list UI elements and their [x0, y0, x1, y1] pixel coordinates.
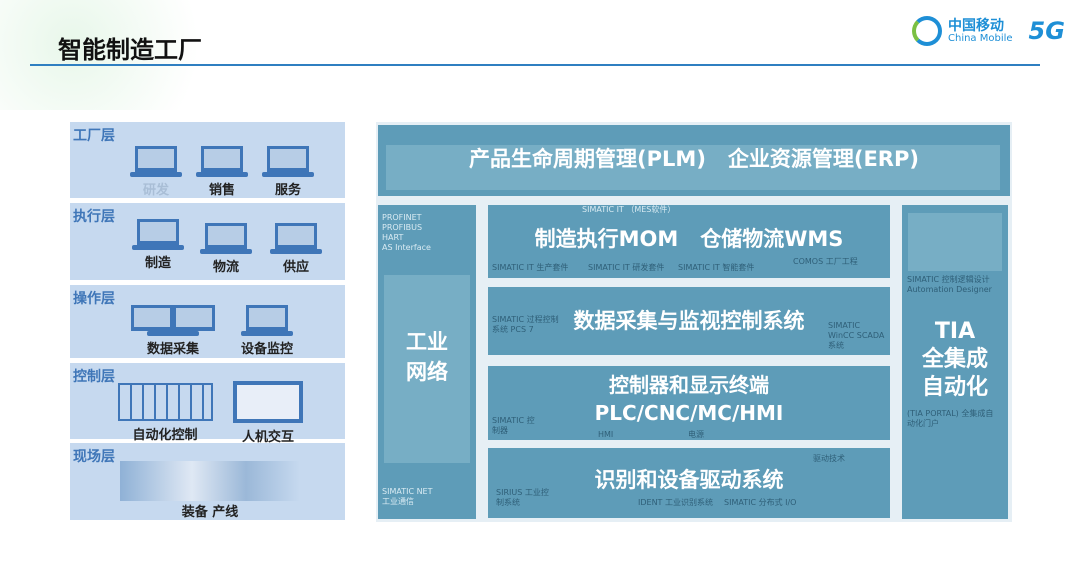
scada-sub-label: SIMATIC WinCC SCADA 系统: [828, 321, 885, 350]
controller-box: SIMATIC 控制器 HMI 电源 控制器和显示终端 PLC/CNC/MC/H…: [488, 366, 890, 440]
tia-sub-label: (TIA PORTAL) 全集成自动化门户: [907, 409, 994, 428]
controller-sub-label: 电源: [688, 430, 704, 439]
layer-operation: 操作层 数据采集 设备监控: [70, 285, 345, 358]
network-footer-line: SIMATIC NET: [382, 487, 433, 496]
drive-sub-label: SIRIUS 工业控制系统: [496, 488, 549, 507]
computer-icon: [135, 146, 177, 172]
device-label: 人机交互: [241, 430, 294, 445]
layer-title: 执行层: [73, 209, 115, 225]
5g-badge: 5G: [1028, 17, 1065, 45]
device-data-acquisition: 数据采集: [128, 305, 218, 357]
device-equipment: 装备 产线: [110, 461, 310, 520]
scada-sub-label: SIMATIC 过程控制系统 PCS 7: [492, 315, 559, 334]
layer-title: 工厂层: [73, 128, 115, 144]
layer-control: 控制层 自动化控制 人机交互: [70, 363, 345, 445]
drive-sub-label: IDENT 工业识别系统: [638, 498, 713, 507]
layer-field: 现场层 装备 产线: [70, 443, 345, 520]
equipment-image: [120, 461, 300, 501]
tia-sub-label: SIMATIC 控制逻辑设计 Automation Designer: [907, 275, 992, 294]
plm-erp-box: 产品生命周期管理(PLM) 企业资源管理(ERP): [378, 125, 1010, 196]
device-sales: 销售: [196, 146, 248, 198]
device-label: 服务: [274, 183, 301, 198]
tia-label: TIA: [934, 319, 976, 344]
controller-sub-label: HMI: [598, 430, 614, 439]
tia-label: 自动化: [921, 375, 988, 400]
network-footer-line: 工业通信: [382, 497, 414, 506]
computer-icon: [137, 219, 179, 245]
mes-sub-label: COMOS 工厂工程: [793, 257, 858, 266]
layer-title: 操作层: [73, 291, 115, 307]
layer-factory: 工厂层 研发 销售 服务: [70, 122, 345, 198]
dual-monitor-icon: [128, 305, 218, 331]
network-label: 工业: [406, 330, 448, 354]
china-mobile-icon: [912, 16, 942, 46]
protocol-item: HART: [382, 233, 404, 242]
protocol-item: AS Interface: [382, 243, 431, 252]
device-label: 物流: [212, 260, 239, 275]
mes-sub-label: SIMATIC IT 生产套件: [492, 263, 569, 272]
drive-sub-label: SIMATIC 分布式 I/O: [724, 498, 797, 507]
tia-label: 全集成: [921, 347, 988, 372]
decorative-background: [0, 0, 240, 110]
drive-box: SIRIUS 工业控制系统 IDENT 工业识别系统 SIMATIC 分布式 I…: [488, 448, 890, 518]
device-label: 装备 产线: [181, 505, 239, 520]
layer-title: 控制层: [73, 369, 115, 385]
hmi-panel-icon: [233, 381, 303, 423]
logo-cn: 中国移动: [948, 17, 1004, 34]
mes-sub-label: SIMATIC IT 智能套件: [678, 263, 755, 272]
device-label: 供应: [282, 260, 309, 275]
device-service: 服务: [262, 146, 314, 198]
controller-label: 控制器和显示终端: [609, 373, 769, 397]
protocol-item: PROFINET: [382, 213, 422, 222]
device-label: 数据采集: [146, 342, 199, 357]
device-logistics: 物流: [200, 223, 252, 275]
device-label: 设备监控: [240, 342, 293, 357]
tia-box: SIMATIC 控制逻辑设计 Automation Designer TIA 全…: [902, 205, 1008, 519]
computer-icon: [275, 223, 317, 249]
logo-en: China Mobile: [948, 32, 1013, 44]
protocol-item: PROFIBUS: [382, 223, 423, 232]
device-automation: 自动化控制: [110, 383, 220, 443]
layer-title: 现场层: [73, 449, 115, 465]
drive-label: 识别和设备驱动系统: [594, 468, 784, 492]
computer-icon: [267, 146, 309, 172]
device-manufacturing: 制造: [132, 219, 184, 271]
scada-label: 数据采集与监视控制系统: [573, 309, 805, 333]
computer-icon: [201, 146, 243, 172]
device-label: 制造: [144, 256, 171, 271]
page-title: 智能制造工厂: [58, 36, 202, 64]
controller-sub-label: SIMATIC 控制器: [492, 416, 535, 435]
device-hmi: 人机交互: [228, 381, 308, 445]
mes-caption: SIMATIC IT （MES软件）: [582, 205, 676, 214]
device-label: 自动化控制: [132, 428, 198, 443]
computer-icon: [246, 305, 288, 331]
device-monitoring: 设备监控: [232, 305, 302, 357]
device-label: 研发: [142, 183, 169, 198]
mom-wms-label: 制造执行MOM 仓储物流WMS: [534, 227, 844, 251]
device-supply: 供应: [270, 223, 322, 275]
controller-types-label: PLC/CNC/MC/HMI: [594, 401, 784, 425]
device-rd: 研发: [130, 146, 182, 198]
device-label: 销售: [208, 183, 235, 198]
plm-erp-label: 产品生命周期管理(PLM) 企业资源管理(ERP): [469, 147, 919, 171]
scada-box: SIMATIC 过程控制系统 PCS 7 数据采集与监视控制系统 SIMATIC…: [488, 287, 890, 355]
title-divider: [30, 64, 1040, 66]
computer-icon: [205, 223, 247, 249]
layer-execution: 执行层 制造 物流 供应: [70, 203, 345, 280]
plc-icon: [117, 383, 213, 421]
mom-wms-box: SIMATIC IT （MES软件） 制造执行MOM 仓储物流WMS SIMAT…: [488, 205, 890, 278]
network-label: 网络: [406, 360, 448, 384]
mes-sub-label: SIMATIC IT 研发套件: [588, 263, 665, 272]
drive-sub-label: 驱动技术: [813, 454, 845, 463]
